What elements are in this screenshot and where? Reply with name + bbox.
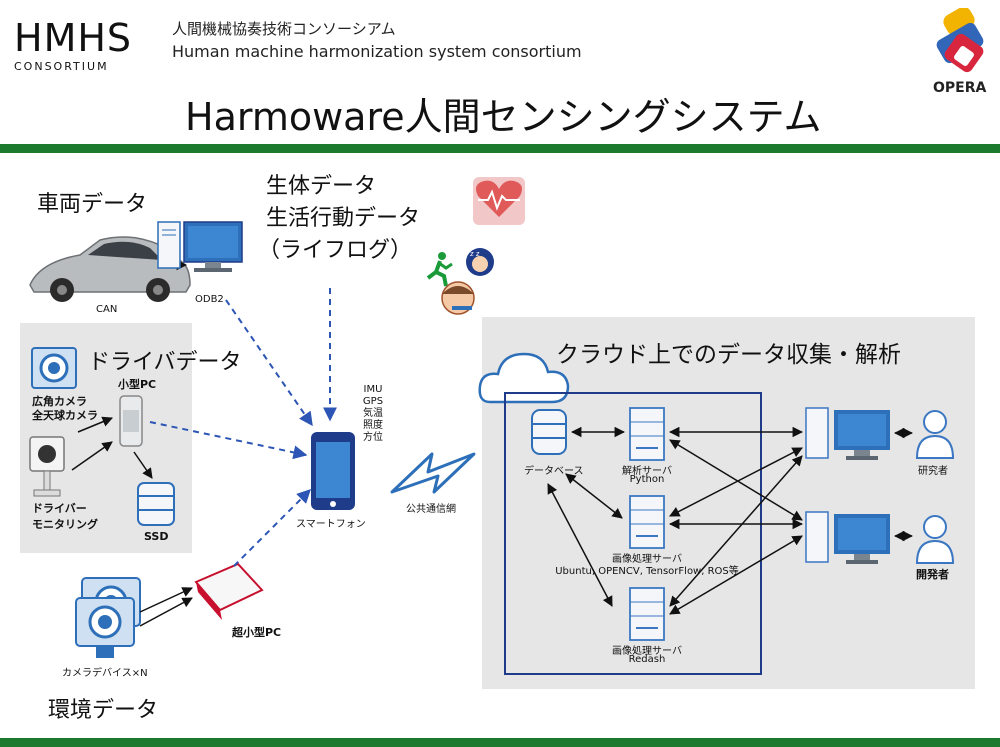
environment-data-label: 環境データ [48,698,159,723]
sensor-gps: GPS [362,396,384,407]
org-name-en: Human machine harmonization system conso… [172,42,582,61]
ssd-icon [137,482,175,526]
researcher-pc-icon [805,407,890,460]
toothbrush-person-icon [441,281,475,315]
wide-camera-label: 広角カメラ [32,395,87,408]
network-bolt-icon [390,452,476,494]
analysis-server-label-1: 解析サーバ [622,466,672,477]
svg-text:z z: z z [470,250,480,258]
sensor-imu: IMU [363,384,383,395]
running-person-icon [426,252,453,287]
redash-server-icon [629,587,665,641]
odb2-pc-icon [157,221,243,272]
sensor-direction: 方位 [363,432,383,443]
researcher-person-icon [915,410,955,459]
omni-camera-label: 全天球カメラ [32,409,98,422]
logo-main-text: HMHS [14,16,133,60]
camera-devices-icon [75,577,141,658]
analysis-server-icon [629,407,665,461]
developer-person-icon [915,515,955,564]
developer-pc-icon [805,511,890,564]
opera-label: OPERA [933,80,987,96]
image-server-icon [629,495,665,549]
smartphone-label: スマートフォン [296,519,366,530]
redash-server-label-1: 画像処理サーバ [612,646,682,657]
ultra-small-pc-icon [194,562,264,620]
driver-monitor-camera-icon [29,436,65,497]
driver-data-label: ドライバデータ [88,350,242,375]
page-title: Harmoware人間センシングシステム [185,95,822,139]
heart-rate-icon [473,177,525,225]
org-name-jp: 人間機械協奏技術コンソーシアム [172,20,396,38]
life-activity-label: 生活行動データ [266,206,421,231]
vehicle-data-label: 車両データ [37,192,148,217]
camera-devices-label: カメラデバイス×N [62,668,148,679]
odb2-label: ODB2 [195,294,224,305]
smartphone-icon [311,432,355,510]
car-icon [29,236,191,302]
logo-sub-text: CONSORTIUM [14,60,109,73]
researcher-label: 研究者 [918,466,948,477]
cloud-connections [547,426,914,615]
driver-monitor-label-2: モニタリング [32,518,98,531]
lifelog-label: （ライフログ） [258,238,413,263]
bottom-green-band [0,738,1000,747]
can-label: CAN [96,304,118,315]
small-pc-icon [119,395,143,447]
image-server-label-2: Ubuntu, OPENCV, TensorFlow, ROS等 [555,566,739,577]
driver-monitor-label-1: ドライバー [32,502,87,515]
ssd-label: SSD [144,530,169,543]
wide-camera-icon [31,347,77,389]
cloud-title: クラウド上でのデータ収集・解析 [556,342,901,368]
database-label: データベース [524,466,584,477]
redash-server-label-2: Redash [628,654,666,665]
cloud-icon [478,352,570,404]
small-pc-label: 小型PC [118,378,157,391]
sensor-temp: 気温 [363,408,383,419]
hmhs-logo: HMHS CONSORTIUM [14,18,132,73]
public-network-label: 公共通信網 [406,504,456,515]
opera-logo-icon [936,8,984,73]
top-green-band [0,144,1000,153]
image-server-label-1: 画像処理サーバ [612,554,682,565]
analysis-server-label-2: Python [629,474,665,485]
sleep-icon: z z [466,248,494,276]
ultra-small-pc-label: 超小型PC [232,626,282,639]
bio-data-label: 生体データ [266,174,377,199]
database-icon [531,409,567,455]
sensor-list: IMU GPS 気温 照度 方位 [356,384,390,444]
developer-label: 開発者 [916,568,949,581]
sensor-illuminance: 照度 [363,420,383,431]
